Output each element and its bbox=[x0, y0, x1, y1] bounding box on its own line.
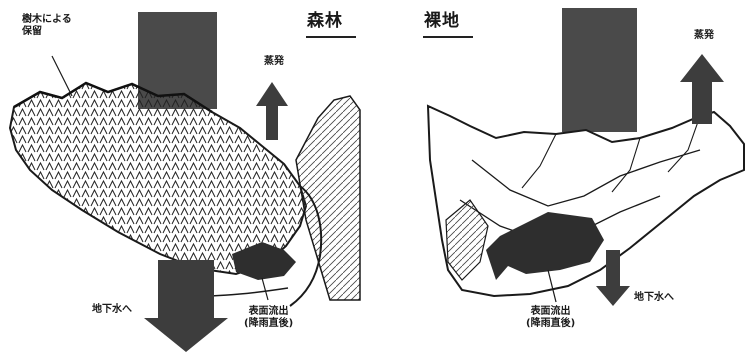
bare-mountain bbox=[428, 106, 744, 296]
forest-canopy-label-line2: 保留 bbox=[22, 26, 72, 38]
forest-evaporation-arrow bbox=[256, 82, 288, 140]
bare-runoff-label: 表面流出 (降雨直後) bbox=[526, 306, 575, 329]
forest-runoff-label: 表面流出 (降雨直後) bbox=[244, 306, 293, 329]
bare-runoff-label-line1: 表面流出 bbox=[526, 306, 575, 318]
bare-title: 裸地 bbox=[424, 12, 460, 32]
forest-runoff-label-line1: 表面流出 bbox=[244, 306, 293, 318]
forest-canopy-label: 樹木による 保留 bbox=[22, 14, 72, 37]
forest-title: 森林 bbox=[307, 12, 343, 32]
forest-panel bbox=[10, 12, 360, 352]
forest-title-underline bbox=[306, 36, 356, 38]
bare-groundwater-label: 地下水へ bbox=[634, 292, 674, 304]
forest-far-hills bbox=[296, 96, 360, 300]
bare-panel bbox=[428, 8, 744, 306]
bare-title-underline bbox=[423, 36, 473, 38]
forest-canopy-label-line1: 樹木による bbox=[22, 14, 72, 26]
forest-groundwater-label: 地下水へ bbox=[92, 304, 132, 316]
forest-runoff-label-line2: (降雨直後) bbox=[244, 318, 293, 330]
forest-groundwater-arrow bbox=[144, 260, 228, 352]
forest-evaporation-label: 蒸発 bbox=[264, 56, 284, 68]
bare-rain-block bbox=[562, 8, 637, 132]
bare-runoff-label-line2: (降雨直後) bbox=[526, 318, 575, 330]
bare-evaporation-arrow bbox=[680, 54, 724, 124]
bare-evaporation-label: 蒸発 bbox=[694, 30, 714, 42]
